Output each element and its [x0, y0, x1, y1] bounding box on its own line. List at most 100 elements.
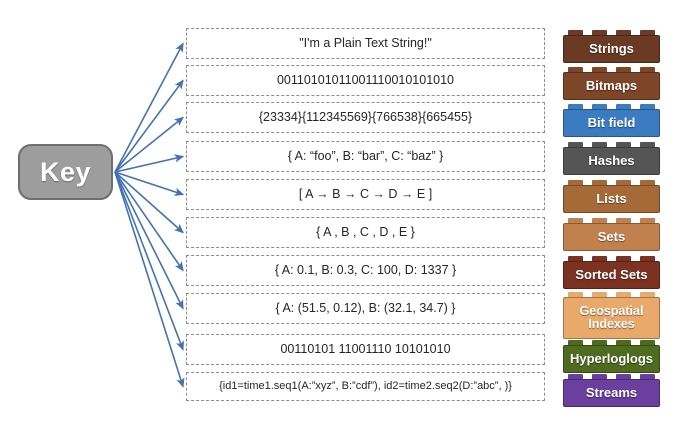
brick-stud [616, 180, 631, 185]
brick-studs [563, 374, 660, 379]
brick-label: Sorted Sets [575, 267, 648, 283]
type-brick[interactable]: Bitmaps [563, 67, 660, 100]
brick-stud [640, 104, 655, 109]
brick-studs [563, 256, 660, 261]
value-text: { A: “foo”, B: “bar”, C: “baz” } [287, 148, 444, 163]
brick-body: Geospatial Indexes [563, 297, 660, 339]
value-box[interactable]: {23334}{112345569}{766538}{665455} [186, 102, 545, 133]
type-brick[interactable]: Lists [563, 180, 660, 213]
brick-body: Hyperloglogs [563, 345, 660, 373]
key-to-value-arrow [114, 79, 184, 173]
value-box[interactable]: { A , B , C , D , E } [186, 217, 545, 248]
brick-stud [592, 30, 607, 35]
type-brick[interactable]: Sorted Sets [563, 256, 660, 289]
brick-studs [563, 104, 660, 109]
brick-body: Sorted Sets [563, 261, 660, 289]
brick-stud [592, 180, 607, 185]
brick-body: Strings [563, 35, 660, 63]
brick-label: Hyperloglogs [569, 351, 654, 367]
type-brick[interactable]: Hashes [563, 142, 660, 175]
key-to-value-arrow [114, 171, 184, 351]
value-box[interactable]: { A: 0.1, B: 0.3, C: 100, D: 1337 } [186, 255, 545, 286]
type-brick[interactable]: Hyperloglogs [563, 340, 660, 373]
value-text: {23334}{112345569}{766538}{665455} [258, 109, 473, 124]
type-brick[interactable]: Streams [563, 374, 660, 407]
brick-label: Lists [596, 191, 627, 207]
key-to-value-arrow [114, 42, 184, 173]
value-box[interactable]: 00110101011001110010101010 [186, 65, 545, 96]
value-box[interactable]: { A: “foo”, B: “bar”, C: “baz” } [186, 141, 545, 172]
brick-studs [563, 340, 660, 345]
brick-stud [640, 292, 655, 297]
brick-body: Hashes [563, 147, 660, 175]
brick-stud [592, 340, 607, 345]
brick-stud [568, 104, 583, 109]
brick-studs [563, 218, 660, 223]
key-to-value-arrow [114, 171, 184, 234]
brick-studs [563, 142, 660, 147]
value-text: 00110101 11001110 10101010 [280, 341, 451, 356]
brick-label: Hashes [588, 153, 635, 169]
brick-stud [568, 340, 583, 345]
value-text: {id1=time1.seq1(A:”xyz”, B:”cdf”), id2=t… [219, 380, 512, 393]
brick-stud [592, 67, 607, 72]
type-brick[interactable]: Bit field [563, 104, 660, 137]
brick-stud [616, 142, 631, 147]
brick-stud [616, 292, 631, 297]
brick-stud [592, 218, 607, 223]
brick-stud [616, 218, 631, 223]
brick-stud [640, 340, 655, 345]
brick-studs [563, 180, 660, 185]
brick-label: Bit field [587, 115, 636, 131]
value-box[interactable]: [ A → B → C → D → E ] [186, 179, 545, 210]
brick-stud [640, 374, 655, 379]
brick-stud [616, 374, 631, 379]
value-text: 00110101011001110010101010 [276, 72, 455, 87]
brick-stud [640, 30, 655, 35]
key-to-value-arrow [114, 116, 184, 173]
value-box[interactable]: {id1=time1.seq1(A:”xyz”, B:”cdf”), id2=t… [186, 372, 545, 401]
value-text: { A: 0.1, B: 0.3, C: 100, D: 1337 } [274, 262, 457, 277]
type-brick[interactable]: Geospatial Indexes [563, 292, 660, 339]
brick-label: Bitmaps [585, 78, 638, 94]
brick-stud [592, 292, 607, 297]
key-node[interactable]: Key [18, 144, 113, 200]
brick-stud [568, 218, 583, 223]
value-box[interactable]: { A: (51.5, 0.12), B: (32.1, 34.7) } [186, 293, 545, 324]
brick-label: Sets [597, 229, 626, 245]
brick-stud [616, 104, 631, 109]
value-text: { A , B , C , D , E } [316, 224, 415, 239]
key-to-value-arrow [114, 171, 184, 272]
brick-label: Streams [585, 385, 638, 401]
brick-body: Lists [563, 185, 660, 213]
brick-stud [568, 67, 583, 72]
key-node-label: Key [39, 156, 92, 187]
value-box[interactable]: 00110101 11001110 10101010 [186, 334, 545, 365]
brick-stud [592, 256, 607, 261]
brick-stud [568, 292, 583, 297]
brick-stud [616, 256, 631, 261]
brick-stud [616, 340, 631, 345]
brick-stud [640, 67, 655, 72]
value-box[interactable]: "I'm a Plain Text String!" [186, 28, 545, 59]
brick-stud [568, 256, 583, 261]
type-brick[interactable]: Strings [563, 30, 660, 63]
brick-stud [640, 180, 655, 185]
brick-studs [563, 292, 660, 297]
brick-stud [640, 256, 655, 261]
key-to-value-arrow [114, 171, 185, 388]
brick-stud [640, 142, 655, 147]
brick-stud [568, 30, 583, 35]
brick-body: Streams [563, 379, 660, 407]
brick-stud [592, 374, 607, 379]
brick-label: Strings [589, 41, 634, 57]
brick-label: Geospatial Indexes [579, 303, 644, 331]
type-brick[interactable]: Sets [563, 218, 660, 251]
brick-stud [568, 180, 583, 185]
brick-stud [592, 142, 607, 147]
value-text: "I'm a Plain Text String!" [299, 35, 432, 50]
brick-stud [616, 30, 631, 35]
brick-body: Sets [563, 223, 660, 251]
brick-stud [640, 218, 655, 223]
